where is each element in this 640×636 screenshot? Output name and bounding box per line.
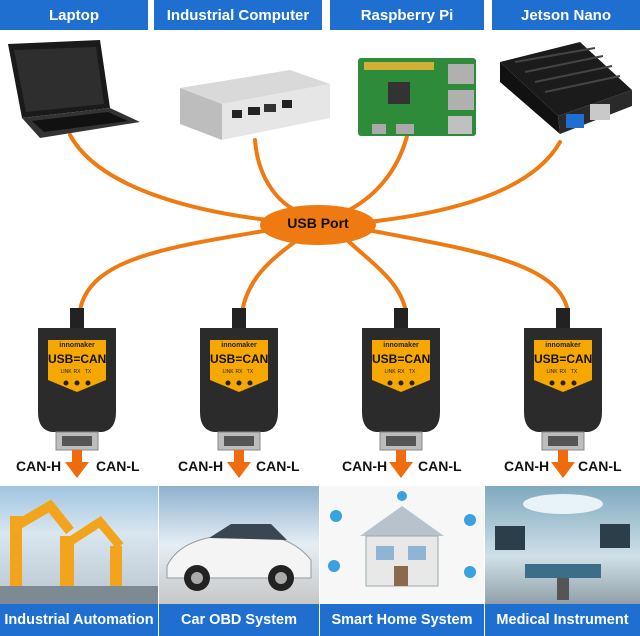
adapter-led-label: TX (570, 369, 578, 375)
raspberry-pi-image (358, 58, 476, 136)
adapter-led-label: TX (246, 369, 254, 375)
bottom-label-car-obd-system: Car OBD System (159, 604, 319, 636)
adapter-brand: innomaker (383, 342, 419, 349)
usb-can-adapter (524, 308, 602, 451)
adapter-led-label: RX (235, 369, 243, 375)
adapter-led-label: LINK (546, 369, 558, 375)
usb-can-adapter (38, 308, 116, 451)
down-arrow-icon (227, 450, 251, 478)
adapter-title: USB=CAN (210, 352, 269, 366)
usb-port-hub (260, 205, 376, 245)
down-arrow-icon (551, 450, 575, 478)
industrial-automation-image (0, 486, 158, 604)
bottom-label-industrial-automation: Industrial Automation (0, 604, 158, 636)
adapter-brand: innomaker (221, 342, 257, 349)
adapter-title: USB=CAN (534, 352, 593, 366)
laptop-image (8, 40, 140, 138)
can-l-label: CAN-L (418, 458, 462, 474)
can-h-label: CAN-H (342, 458, 388, 474)
bottom-label-smart-home-system: Smart Home System (320, 604, 484, 636)
can-h-label: CAN-H (504, 458, 550, 474)
top-label-raspberry-pi: Raspberry Pi (330, 0, 484, 30)
adapter-led-label: RX (559, 369, 567, 375)
can-l-label: CAN-L (578, 458, 622, 474)
car-obd-system-image (159, 486, 319, 604)
adapter-title: USB=CAN (372, 352, 431, 366)
adapter-led-label: LINK (60, 369, 72, 375)
jetson-nano-image (500, 42, 632, 134)
can-arrows (65, 450, 575, 478)
top-label-jetson-nano: Jetson Nano (492, 0, 640, 30)
can-h-label: CAN-H (16, 458, 62, 474)
top-label-laptop: Laptop (0, 0, 148, 30)
smart-home-system-image (320, 486, 484, 604)
adapter-led-label: RX (73, 369, 81, 375)
adapter-led-label: TX (84, 369, 92, 375)
adapter-led-label: RX (397, 369, 405, 375)
usb-cables (68, 130, 570, 314)
usb-can-adapter (362, 308, 440, 451)
usb-can-adapter (200, 308, 278, 451)
adapter-led-label: LINK (384, 369, 396, 375)
usb-port-label: USB Port (287, 215, 349, 231)
usb-can-adapters (38, 308, 602, 451)
adapter-led-label: TX (408, 369, 416, 375)
adapter-brand: innomaker (59, 342, 95, 349)
top-label-industrial-computer: Industrial Computer (154, 0, 322, 30)
down-arrow-icon (389, 450, 413, 478)
adapter-title: USB=CAN (48, 352, 107, 366)
can-l-label: CAN-L (96, 458, 140, 474)
down-arrow-icon (65, 450, 89, 478)
bottom-label-medical-instrument: Medical Instrument (485, 604, 640, 636)
adapter-led-label: LINK (222, 369, 234, 375)
medical-instrument-image (485, 486, 640, 604)
can-l-label: CAN-L (256, 458, 300, 474)
industrial-computer-image (180, 70, 330, 140)
adapter-brand: innomaker (545, 342, 581, 349)
can-h-label: CAN-H (178, 458, 224, 474)
